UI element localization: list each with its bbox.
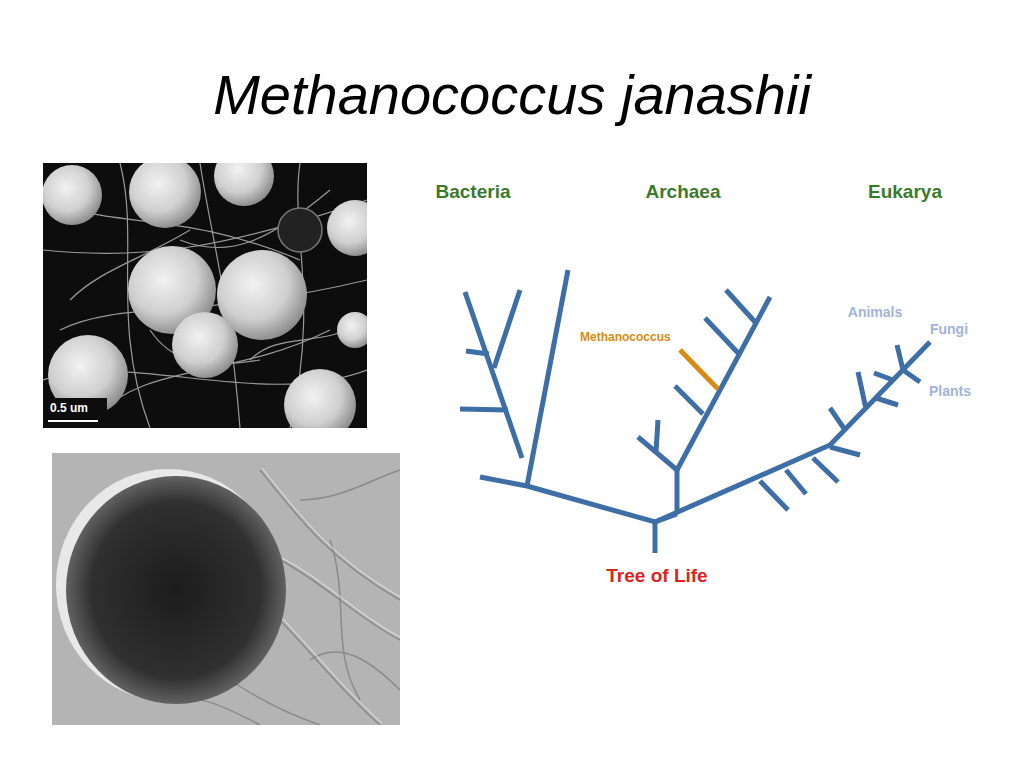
cell [43,165,102,225]
pore [278,208,322,252]
cell [129,163,201,228]
tree-branch [527,270,568,486]
tem-micrograph [52,453,400,725]
tree-branch [760,481,788,510]
scale-label: 0.5 um [50,402,88,415]
scale-bar [48,420,98,422]
tree-root [653,522,658,553]
cell [48,335,128,415]
organism-label: Methanococcus [580,331,671,344]
tree-branch [876,398,898,405]
tree-branch [726,290,756,323]
tree-branch [655,342,930,522]
domain-label: Bacteria [436,182,511,203]
cell [66,476,286,704]
tree-branch [494,290,520,368]
group-label: Plants [929,384,971,399]
tree-of-life [460,270,930,553]
tree-branch [675,468,680,514]
tree-branch [830,408,845,430]
tree-branch [830,447,860,455]
tree-branch [466,351,489,354]
tree-branch [460,409,508,410]
cell [284,369,356,428]
domain-label: Archaea [646,182,721,203]
domain-label: Eukarya [868,182,942,203]
tree-branch [705,318,739,354]
fiber [310,652,400,690]
sem-micrograph [43,163,367,428]
tree-caption: Tree of Life [606,566,707,587]
fiber [272,608,382,723]
tree-branch [786,470,806,494]
scale-ground [45,398,107,422]
group-label: Fungi [930,322,968,337]
tree-branch [656,420,658,452]
tree-branch [858,372,866,409]
micrograph-ground [52,453,400,725]
fiber [300,470,400,500]
fiber [230,680,320,725]
tree-branch [813,458,838,482]
cell [327,200,367,256]
tree-branch [480,477,677,522]
fiber [282,558,400,638]
tree-branch [675,386,703,414]
fiber [270,610,380,725]
cell [172,312,238,378]
group-label: Animals [848,305,902,320]
cell [337,312,367,348]
tree-branch [903,370,920,382]
methanococcus-branch [680,350,718,389]
tree-branch [897,345,903,370]
slide-title: Methanococcus janashii [0,62,1024,127]
cell [214,163,274,206]
tree-branch [874,373,893,380]
